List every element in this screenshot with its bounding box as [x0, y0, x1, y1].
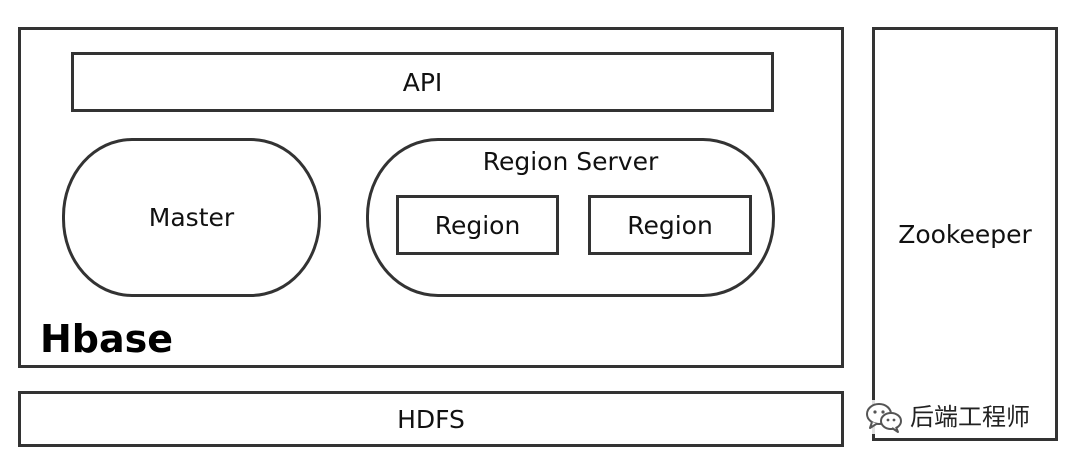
- api-box: API: [71, 52, 774, 112]
- region-label-1: Region: [434, 210, 521, 240]
- master-node: Master: [62, 138, 321, 297]
- wechat-icon: [866, 403, 902, 433]
- hdfs-box: HDFS: [18, 391, 844, 447]
- hdfs-label: HDFS: [397, 404, 465, 434]
- region-label-2: Region: [627, 210, 713, 240]
- region-server-label: Region Server: [482, 147, 659, 176]
- zookeeper-label: Zookeeper: [898, 219, 1032, 249]
- watermark: 后端工程师: [862, 400, 1032, 434]
- watermark-text: 后端工程师: [910, 403, 1030, 431]
- zookeeper-box: Zookeeper: [872, 27, 1058, 441]
- region-box-1: Region: [396, 195, 559, 255]
- master-label: Master: [148, 203, 235, 232]
- hbase-title: Hbase: [40, 317, 174, 361]
- region-box-2: Region: [588, 195, 752, 255]
- api-label: API: [402, 67, 443, 97]
